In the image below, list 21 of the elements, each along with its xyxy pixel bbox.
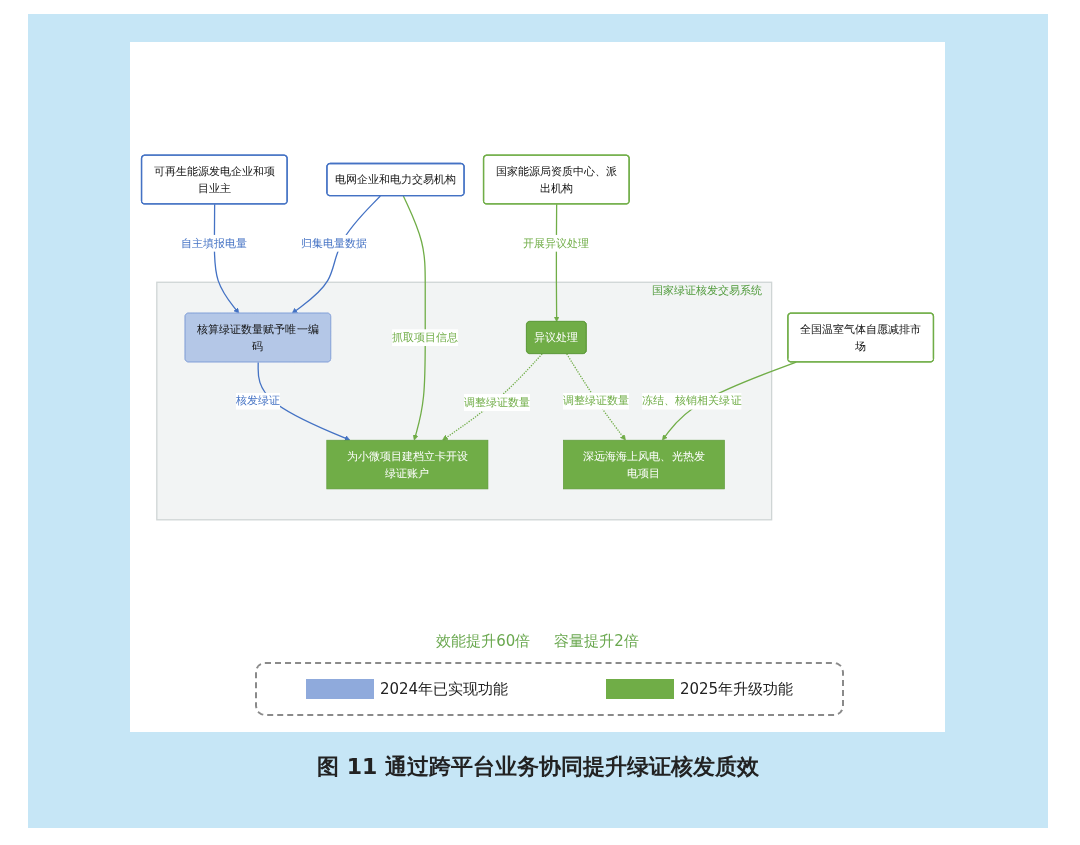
cluster [156, 281, 773, 520]
edge-label: 调整绿证数量 [562, 393, 630, 407]
edge-label: 归集电量数据 [301, 235, 368, 249]
edge-label: 调整绿证数量 [463, 394, 531, 408]
edge-label: 冻结、核销相关绿证 [642, 393, 742, 407]
arrow [442, 352, 543, 440]
edge-label: 开展异议处理 [523, 235, 590, 249]
figure-panel: 国家绿证核发交易系统 自主填报电量 归集电量数据 核发绿证 抓取项目信息 开展异议处理 调整绿证数量 调整绿证数量 冻结、核销相关绿证 可再生能源发电企业和项目业主 核算绿证数量赋予唯一编码 为小微项目建档立卡开设绿证账户 异议处理 深远海海上风电、光热发电项目 电网企业和电力交易机构 国家能源局资质中心、派出机构 全国温室气体自愿减排市场 效能提升60倍 容量提升2倍 2024年已实现功能 2025年升级功能 [130, 42, 945, 732]
arrow [291, 194, 381, 314]
node-box [563, 439, 725, 489]
legend-label: 2025年升级功能 [679, 679, 794, 699]
note-text: 容量提升2倍 [554, 631, 639, 652]
edge-label: 核发绿证 [235, 393, 280, 407]
edge-label: 自主填报电量 [181, 235, 248, 249]
legend-label: 2024年已实现功能 [379, 679, 509, 699]
edge-label: 抓取项目信息 [392, 330, 459, 344]
node-box [326, 439, 489, 489]
figure-caption: 图 11 通过跨平台业务协同提升绿证核发质效 [316, 753, 760, 781]
arrow [566, 352, 626, 440]
arrow [402, 194, 426, 440]
note-text: 效能提升60倍 [436, 631, 531, 652]
